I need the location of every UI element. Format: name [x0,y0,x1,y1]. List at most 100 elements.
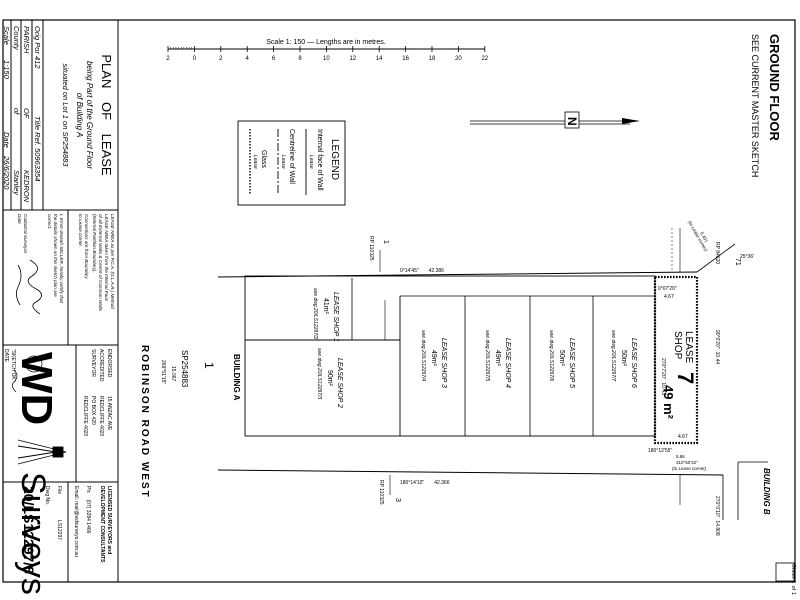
svg-text:(to Lease corner): (to Lease corner) [672,466,707,471]
svg-text:LEASE: LEASE [683,331,694,364]
sheet-number: Sheet1of1 [775,562,796,595]
svg-text:I, Ernst-Jeseah SELLER, hereby: I, Ernst-Jeseah SELLER, hereby certify t… [59,214,64,304]
svg-text:LEASE SHOP 2: LEASE SHOP 2 [336,358,343,408]
building-a-floorplan [244,275,656,437]
svg-text:49m²: 49m² [430,350,437,367]
svg-text:0°07'20"4.67: 0°07'20"4.67 [658,286,677,300]
north-arrow: N [470,111,640,129]
svg-text:ENDORSED: ENDORSED [106,349,112,378]
title-ref: Title Ref. 50963354 [33,116,42,181]
road-name: ROBINSON ROAD WEST [139,345,150,499]
surveyor-signature [16,259,42,315]
svg-text:15.067: 15.067 [170,366,176,382]
building-a-plan: SP254883 [180,350,189,388]
svg-text:7: 7 [673,372,698,384]
endorsement: ENDORSED ACCREDITED SURVEYOR [90,349,112,382]
logo-emblem [17,439,67,465]
scale-tick-label: 2 [166,56,170,62]
shop-6-label: LEASE SHOP 6 50m² see dwg.20/LS12297/7 [610,330,637,388]
plan-desc-3: situated on Lot 1 on SP254883 [61,63,70,167]
svg-text:4.67: 4.67 [678,434,688,440]
lot-71: 71 [734,258,741,266]
legend-item-2: Centreline of Wall [288,129,295,184]
svg-text:Sheet1of1: Sheet1of1 [790,564,796,595]
svg-text:25°36': 25°36' [740,254,754,260]
svg-text:see dwg.20/LS12297/2: see dwg.20/LS12297/2 [312,288,318,339]
scale-date-row: Scale 1:150 Date 26/6/2020 [2,26,11,190]
title-block: PLAN OF LEASE being Part of the Ground F… [2,19,118,595]
svg-text:310°50'32": 310°50'32" [676,460,698,465]
svg-text:50m²: 50m² [558,350,565,367]
scale-tick-label: 8 [298,56,302,62]
lot-3: 3 [394,498,401,502]
building-b-label: BUILDING B [762,468,771,515]
shop-1-label: LEASE SHOP 1 41m² see dwg.20/LS12297/2 [312,288,339,342]
svg-text:270°0'10"14.808: 270°0'10"14.808 [714,496,720,536]
svg-text:50m²: 50m² [620,350,627,367]
company-contact: Ph:(07) 3284 1466 Email: mail@wdsurveys.… [73,486,91,557]
north-label: N [565,117,579,126]
svg-text:90°0'20"10.44: 90°0'20"10.44 [714,330,720,364]
svg-text:to Lease corner.: to Lease corner. [78,214,83,247]
svg-text:Date: Date [17,214,22,224]
legend-item-3: Glass [260,150,267,168]
page-subtitle: SEE CURRENT MASTER SKETCH [750,34,760,177]
scale-tick-label: 20 [455,56,462,62]
shop-5-label: LEASE SHOP 5 50m² see dwg.20/LS12297/6 [548,330,575,388]
svg-text:269°51'15": 269°51'15" [160,360,166,384]
svg-text:correct.: correct. [47,214,52,229]
shop-2-label: LEASE SHOP 2 90m² see dwg.20/LS12297/3 [316,348,343,408]
parish-row: PARISH OF KEDRON [22,26,31,203]
orig-por: Orig Por 412 [33,26,42,69]
svg-text:REDCLIFFE 4020: REDCLIFFE 4020 [98,396,104,437]
scale-tick-label: 18 [429,56,436,62]
svg-text:see dwg.20/LS12297/7: see dwg.20/LS12297/7 [610,330,616,381]
svg-text:270°7'20"10.43: 270°7'20"10.43 [660,358,666,395]
svg-text:180°12'55": 180°12'55" [648,448,672,454]
scale-tick-label: 14 [376,56,383,62]
svg-text:5.401: 5.401 [699,231,709,244]
svg-text:"SKETCH OK": "SKETCH OK" [10,349,16,382]
svg-text:Dwg No.: Dwg No. [44,486,50,505]
svg-text:49m²: 49m² [494,350,501,367]
svg-text:RP 110325: RP 110325 [378,480,384,505]
scale-bar-label: Scale 1: 150 — Lengths are in metres. [266,39,386,46]
svg-text:LICENSED SURVEYORS and: LICENSED SURVEYORS and [106,486,112,554]
svg-text:15 ANZAC AVE: 15 ANZAC AVE [106,396,112,431]
scale-tick-label: 4 [246,56,250,62]
building-a-number: 1 [202,362,216,369]
svg-text:SHOP: SHOP [672,331,683,360]
svg-text:of all External Walls & Centre: of all External Walls & Centre of Common… [98,214,103,312]
company-name: Surveys [14,472,52,595]
svg-text:5.86: 5.86 [676,454,685,459]
svg-text:Connections are from Boundary: Connections are from Boundary [84,214,89,280]
svg-text:Lease: Lease [252,155,258,169]
svg-text:see dwg.20/LS12297/3: see dwg.20/LS12297/3 [316,348,322,399]
scale-tick-label: 22 [481,56,488,62]
svg-text:41m²: 41m² [322,298,329,315]
scale-tick-label: 10 [323,56,330,62]
svg-text:0°14'45"42.386: 0°14'45"42.386 [400,268,444,274]
svg-text:Ph:(07) 3284 1466: Ph:(07) 3284 1466 [85,486,91,534]
svg-text:Email: mail@wdsurveys.com.au: Email: mail@wdsurveys.com.au [73,486,79,557]
svg-text:SURVEYOR: SURVEYOR [90,349,96,377]
svg-text:LEASE AREA as per P.C.A. (G.L.: LEASE AREA as per P.C.A. (G.L.A.R.) Meth… [110,214,115,309]
svg-text:DEVELOPMENT CONSULTANTS: DEVELOPMENT CONSULTANTS [99,486,105,563]
svg-text:REDCLIFFE 4020: REDCLIFFE 4020 [82,396,88,437]
svg-text:see dwg.20/LS12297/4: see dwg.20/LS12297/4 [420,330,426,381]
lease-notes: LEASE AREA as per P.C.A. (G.L.A.R.) Meth… [78,214,115,312]
svg-text:see dwg.20/LS12297/6: see dwg.20/LS12297/6 [548,330,554,381]
svg-text:LEASE SHOP 5: LEASE SHOP 5 [568,338,575,388]
svg-text:File: File [56,486,62,494]
building-a-label: BUILDING A [232,354,241,401]
scale-tick-label: 16 [402,56,409,62]
svg-text:LEASE AREA taken from the Inte: LEASE AREA taken from the Internal Face [104,214,109,301]
scale-tick-label: 2 [219,56,223,62]
shop-3-label: LEASE SHOP 3 49m² see dwg.20/LS12297/4 [420,330,447,388]
shop7-lease-boundary [653,275,699,445]
legend-title: LEGEND [329,139,340,180]
svg-text:Lease: Lease [280,155,286,169]
svg-text:DATE: DATE [3,349,9,363]
